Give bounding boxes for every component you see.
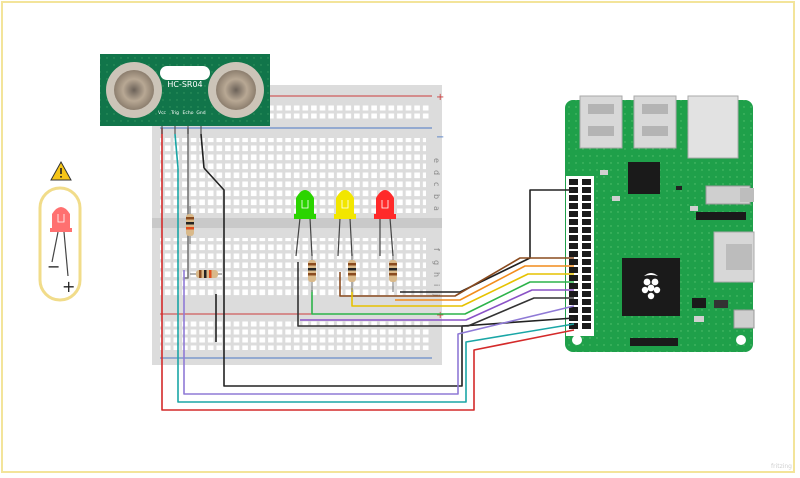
bottom-terminal-holes — [160, 238, 426, 298]
raspberry-pi-board — [565, 95, 755, 352]
warning-led-part: − + — [38, 160, 82, 302]
resistor-2 — [190, 270, 222, 278]
wire-orange — [395, 265, 574, 301]
led-body — [376, 190, 394, 216]
led-green — [294, 190, 316, 257]
sensor-pin-label: Trig — [170, 110, 179, 116]
wire-brown — [339, 257, 574, 297]
leds — [294, 190, 396, 257]
ultrasonic-sensor: HC-SR04 Vcc Trig Echo Gnd — [100, 54, 270, 169]
wire-gray — [184, 128, 189, 279]
sensor-pin-label: Echo — [183, 110, 194, 116]
row-letter: a — [432, 206, 441, 211]
sensor-pin-labels: Vcc Trig Echo Gnd — [158, 110, 206, 116]
wire-dark — [297, 262, 574, 327]
sensor-pin-label: Vcc — [158, 110, 167, 116]
raspberry-logo — [641, 273, 661, 300]
usb-port — [633, 95, 677, 149]
usb-port — [579, 95, 623, 149]
center-channel — [152, 218, 442, 228]
resistor-3 — [308, 254, 316, 292]
wire-purple — [300, 289, 574, 321]
row-letter: d — [432, 170, 441, 175]
led-small-icon — [50, 207, 72, 277]
row-letters: e d c b a f g h i j — [432, 158, 441, 296]
camera-connector — [696, 212, 746, 220]
resistor-4 — [348, 254, 356, 292]
plus-sign: + — [62, 277, 75, 296]
led-body — [296, 190, 314, 216]
led-red — [374, 190, 396, 257]
ethernet-port — [687, 95, 739, 159]
wire-red — [161, 128, 575, 411]
resistors — [186, 206, 397, 292]
wire-green — [311, 281, 574, 315]
wire-lavender — [183, 270, 575, 395]
sensor-crystal — [160, 66, 210, 80]
row-letter: e — [432, 158, 441, 163]
resistor-1 — [186, 206, 194, 244]
row-letter: c — [432, 182, 441, 186]
wire-teal — [177, 168, 575, 403]
led-yellow — [334, 190, 356, 257]
resistor-5 — [389, 254, 397, 292]
warning-icon — [50, 160, 72, 181]
led-rim — [294, 214, 316, 219]
rail-plus-label: + — [436, 92, 444, 103]
row-letter: j — [432, 293, 441, 296]
gpio-pins — [569, 179, 591, 329]
bottom-rail-holes — [160, 320, 430, 350]
rail-minus-label: − — [436, 132, 444, 143]
wire-black-2 — [203, 167, 575, 387]
row-letter: f — [432, 248, 441, 251]
usb-controller-chip — [628, 162, 660, 194]
sensor-label: HC-SR04 — [167, 80, 202, 89]
sensor-pin-label: Gnd — [196, 110, 205, 116]
row-letter: h — [432, 272, 441, 277]
power-port — [733, 309, 755, 329]
wires — [161, 128, 575, 411]
display-connector — [630, 338, 678, 346]
rail-plus-label-bottom: + — [436, 310, 444, 321]
led-rim — [374, 214, 396, 219]
row-letter: g — [432, 260, 441, 265]
led-rim — [334, 214, 356, 219]
led-body — [336, 190, 354, 216]
breadboard: + − + e d c b a f g h i j — [152, 85, 444, 365]
watermark: fritzing — [771, 463, 792, 470]
wire-yellow — [351, 273, 574, 307]
row-letter: b — [432, 194, 441, 199]
row-letter: i — [432, 284, 441, 286]
minus-sign: − — [47, 257, 60, 276]
